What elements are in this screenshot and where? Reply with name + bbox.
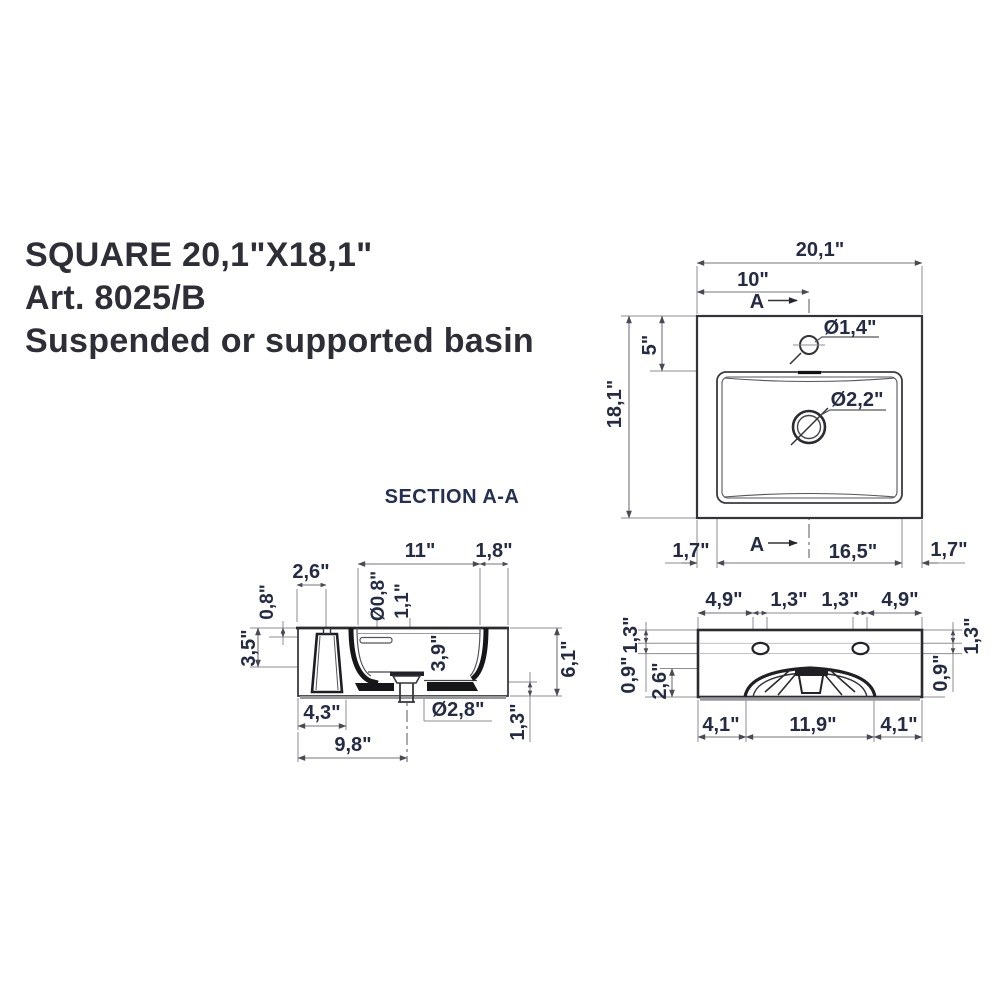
article-number: Art. 8025/B bbox=[25, 279, 206, 317]
label-section-a-bottom: A bbox=[750, 534, 764, 556]
drain-fitting-cup bbox=[798, 675, 824, 694]
label-edge-to-hole-left: 1,3" bbox=[620, 616, 642, 653]
product-title: SQUARE 20,1"X18,1" bbox=[25, 236, 373, 274]
label-faucet-offset: 10" bbox=[737, 269, 769, 291]
label-bracket-height: 3,5" bbox=[238, 629, 260, 666]
label-drain-offset: 9,8" bbox=[334, 734, 371, 756]
label-hole-height-left: 0,9" bbox=[618, 656, 640, 693]
label-rim-height: 1,1" bbox=[392, 583, 413, 618]
label-hole-offset-right: 4,9" bbox=[881, 589, 918, 611]
title-block: SQUARE 20,1"X18,1" Art. 8025/B Suspended… bbox=[25, 236, 534, 360]
drain-stem bbox=[398, 683, 415, 703]
label-arch-height: 2,6" bbox=[649, 662, 671, 699]
bowl-wall-right bbox=[470, 627, 489, 682]
label-drain-hole-diameter: Ø2,8" bbox=[432, 699, 485, 721]
label-arch-offset-right: 4,1" bbox=[880, 714, 917, 736]
section-title: SECTION A-A bbox=[385, 486, 520, 508]
drain-fitting-bar bbox=[795, 668, 828, 676]
front-hole-guide-lines bbox=[700, 642, 920, 655]
label-overflow-diameter: Ø0,8" bbox=[368, 571, 389, 621]
label-margin-left: 1,7" bbox=[672, 540, 709, 562]
wall-bracket-notch bbox=[322, 627, 332, 635]
label-faucet-from-back: 5" bbox=[639, 335, 661, 356]
front-view: 4,9" 1,3" 1,3" 4,9" 1,3" 0,9" 1,3" 0,9" … bbox=[618, 589, 983, 742]
bowl-rim-curves bbox=[723, 377, 896, 498]
bowl-wall-right-inner bbox=[469, 627, 481, 677]
wall-bracket-inner-edges bbox=[315, 635, 339, 691]
label-base-recess: 1,3" bbox=[507, 703, 529, 740]
label-hole-height-right: 0,9" bbox=[930, 654, 952, 691]
bowl-bottom-band-left bbox=[355, 683, 394, 691]
plan-view: 20,1" 10" A Ø1,4" 5" 18,1" Ø2,2" 1,7" 16… bbox=[604, 239, 968, 568]
mounting-hole-right bbox=[851, 641, 870, 656]
drain-arch-hatching bbox=[764, 668, 856, 696]
label-bowl-width: 16,5" bbox=[829, 541, 877, 563]
label-section-a-top: A bbox=[750, 291, 764, 313]
label-overall-depth: 18,1" bbox=[604, 380, 626, 428]
label-bowl-inner-width: 11" bbox=[405, 540, 436, 562]
drain-dia-leader bbox=[820, 409, 886, 416]
label-arch-width: 11,9" bbox=[789, 714, 836, 736]
product-subtitle: Suspended or supported basin bbox=[25, 322, 534, 360]
label-edge-to-hole-right: 1,3" bbox=[961, 617, 983, 654]
label-overall-height: 6,1" bbox=[558, 640, 580, 677]
bowl-outline-inner bbox=[721, 376, 898, 499]
label-bracket-offset: 4,3" bbox=[303, 702, 340, 724]
label-bowl-depth: 3,9" bbox=[428, 634, 450, 671]
label-rim-lip: 0,8" bbox=[257, 584, 278, 619]
label-drain-diameter: Ø2,2" bbox=[831, 389, 884, 411]
mounting-hole-left bbox=[751, 641, 770, 656]
section-view: SECTION A-A bbox=[238, 486, 580, 762]
drain-hole-inner bbox=[796, 414, 822, 440]
overflow-slot bbox=[359, 636, 393, 644]
bowl-wall-left bbox=[348, 627, 379, 686]
label-margin-right: 1,7" bbox=[930, 539, 967, 561]
bowl-bottom-band-right bbox=[427, 682, 478, 691]
label-arch-offset-left: 4,1" bbox=[702, 714, 739, 736]
label-faucet-diameter: Ø1,4" bbox=[824, 317, 877, 339]
bowl-wall-left-inner bbox=[356, 627, 372, 677]
label-hole-offset-left: 4,9" bbox=[705, 589, 742, 611]
drain-flange bbox=[390, 671, 424, 676]
label-overall-width: 20,1" bbox=[796, 239, 844, 261]
faucet-dia-leader bbox=[814, 336, 879, 343]
label-hole-width-right: 1,3" bbox=[821, 589, 858, 611]
label-bracket-width: 2,6" bbox=[292, 561, 329, 583]
label-hole-width-left: 1,3" bbox=[770, 589, 807, 611]
label-rim-right: 1,8" bbox=[475, 540, 512, 562]
faucet-hole-slash bbox=[789, 352, 802, 365]
drain-cup bbox=[391, 675, 422, 684]
